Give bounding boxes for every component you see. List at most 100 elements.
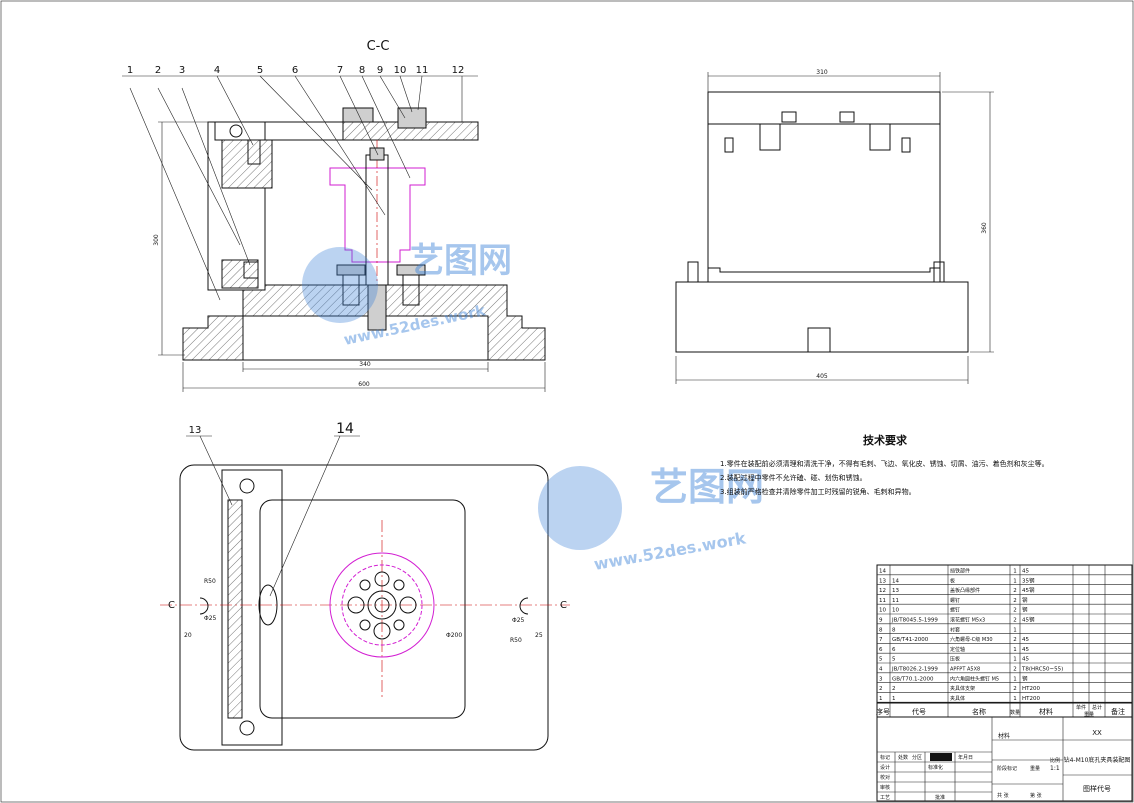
plan-pin-top — [239, 478, 255, 494]
dim-plan-right-dia: Φ25 — [512, 617, 525, 624]
bom-cell-qty: 2 — [1013, 608, 1017, 614]
tech-requirements: 技术要求 1.零件在装配前必须清理和清洗干净，不得有毛刺、飞边、氧化皮、锈蚀、切… — [720, 433, 1049, 496]
dim-plan-left-dia: Φ25 — [204, 615, 217, 622]
bom-cell-qty: 2 — [1013, 588, 1017, 594]
plan-base — [179, 464, 549, 751]
title-approve-label: 批准 — [935, 794, 945, 801]
bom-cell-mat: 45 — [1022, 637, 1029, 643]
balloon-7: 7 — [337, 65, 343, 76]
watermark-globe-bottom — [538, 466, 622, 550]
bom-cell-name: 夹具体 — [950, 695, 965, 702]
base-cavity — [242, 315, 489, 361]
title-col-count: 处数 — [898, 754, 908, 761]
section-mark-right: C — [560, 600, 567, 611]
title-block: 材料 XX 钻4-M10底孔夹具装配图 图样代号 1:1 阶段标记 重量 比例 … — [876, 716, 1133, 802]
front-section-view: C-C — [122, 39, 546, 392]
bom-header-single: 单件 — [1076, 704, 1086, 711]
title-row-review: 审核 — [880, 784, 890, 791]
title-col-date: 年月日 — [958, 754, 973, 761]
side-body — [707, 124, 941, 273]
clamp-nut-right — [396, 264, 426, 276]
watermark-brand-top: 艺图网 — [410, 241, 512, 281]
bom-cell-no: 10 — [879, 608, 886, 614]
bom-cell-no: 5 — [879, 657, 883, 663]
bom-cell-code: 1 — [892, 696, 896, 702]
balloon-5: 5 — [257, 65, 263, 76]
balloon-leaders — [122, 75, 478, 301]
bom-cell-qty: 1 — [1013, 578, 1017, 584]
bom-cell-no: 2 — [879, 686, 883, 692]
title-scale-label: 比例 — [1050, 757, 1060, 764]
title-material-label: 材料 — [998, 732, 1010, 740]
balloon-3: 3 — [179, 65, 185, 76]
plan-pin-bottom — [239, 720, 255, 736]
bom-cell-code: 2 — [892, 686, 896, 692]
bom-cell-mat: 钢 — [1022, 606, 1028, 614]
screw-3 — [247, 139, 261, 165]
bom-cell-code: 10 — [892, 608, 899, 614]
bom-cell-code: GB/T41-2000 — [892, 637, 929, 643]
top-nut — [369, 147, 385, 161]
bom-header-no: 序号 — [876, 707, 890, 716]
bom-header-name: 名称 — [972, 707, 986, 716]
side-dimensions — [675, 72, 994, 384]
bom-header-remark: 备注 — [1111, 707, 1125, 716]
bom-cell-code: 8 — [892, 627, 896, 633]
title-row-design: 设计 — [880, 764, 890, 771]
upright-block — [221, 139, 273, 189]
dim-side-top-width: 310 — [816, 69, 828, 76]
bom-cell-name: 滚花螺钉 M5x3 — [950, 617, 985, 624]
watermark-brand-bottom: 艺图网 — [650, 465, 764, 509]
tech-item-1: 1.零件在装配前必须清理和清洗干净，不得有毛刺、飞边、氧化皮、锈蚀、切屑、油污、… — [720, 459, 1049, 468]
title-row-mark: 标记 — [880, 754, 890, 761]
bom-header-total: 总计 — [1092, 704, 1102, 711]
balloon-4: 4 — [214, 65, 220, 76]
bom-cell-code: 6 — [892, 647, 896, 653]
side-base-slot — [807, 327, 831, 353]
title-row-process: 工艺 — [880, 795, 890, 801]
front-dimensions — [158, 121, 546, 392]
bom-cell-qty: 2 — [1013, 667, 1017, 673]
bom-cell-no: 13 — [879, 578, 886, 584]
bom-cell-qty: 1 — [1013, 569, 1017, 575]
watermark: 艺图网 www.52des.work 艺图网 www.52des.work — [302, 241, 764, 574]
bom-header-code: 代号 — [912, 707, 926, 716]
side-fasteners — [687, 111, 945, 283]
tech-heading: 技术要求 — [863, 433, 908, 447]
bom-cell-qty: 1 — [1013, 676, 1017, 682]
clamp-nut-left — [336, 264, 366, 276]
bom-cell-no: 3 — [879, 676, 883, 682]
bom-cell-code: 5 — [892, 657, 896, 663]
flange-bore — [374, 597, 390, 613]
bom-cell-mat: 45 — [1022, 569, 1029, 575]
balloon-10: 10 — [394, 65, 407, 76]
bom-cell-code: 14 — [892, 578, 899, 584]
tech-item-3: 3.组装前严格检查并清除零件加工时残留的锐角、毛刺和异物。 — [720, 487, 916, 496]
bom-cell-mat: T8(HRC50~55) — [1021, 667, 1063, 673]
bom-cell-code: GB/T70.1-2000 — [892, 676, 934, 682]
upright-foot — [221, 259, 259, 289]
dim-flange-dia: Φ200 — [446, 632, 462, 639]
flange-holes — [347, 571, 417, 640]
bom-cell-no: 7 — [879, 637, 883, 643]
title-sheet-total: 共 张 — [997, 792, 1009, 799]
bolt-left — [243, 261, 259, 279]
balloon-6: 6 — [292, 65, 298, 76]
bom-cell-mat: 45 — [1022, 647, 1029, 653]
bom-cell-qty: 2 — [1013, 598, 1017, 604]
title-sheet-no: 第 张 — [1030, 792, 1042, 799]
bom-cell-qty: 1 — [1013, 696, 1017, 702]
bom-cell-name: 衬套 — [950, 626, 960, 633]
bom-cell-name: 板 — [950, 577, 955, 584]
bom-cell-no: 6 — [879, 647, 883, 653]
dim-front-height: 300 — [153, 234, 160, 246]
balloon-2: 2 — [155, 65, 161, 76]
balloon-12: 12 — [452, 65, 465, 76]
balloon-14: 14 — [336, 421, 354, 437]
bom-cell-name: 六角螺母-C级 M30 — [950, 636, 993, 643]
balloon-1: 1 — [127, 65, 133, 76]
bom-cell-no: 11 — [879, 598, 886, 604]
bom-cell-code: JB/T8045.5-1999 — [891, 618, 938, 624]
dim-side-height: 360 — [981, 222, 988, 234]
